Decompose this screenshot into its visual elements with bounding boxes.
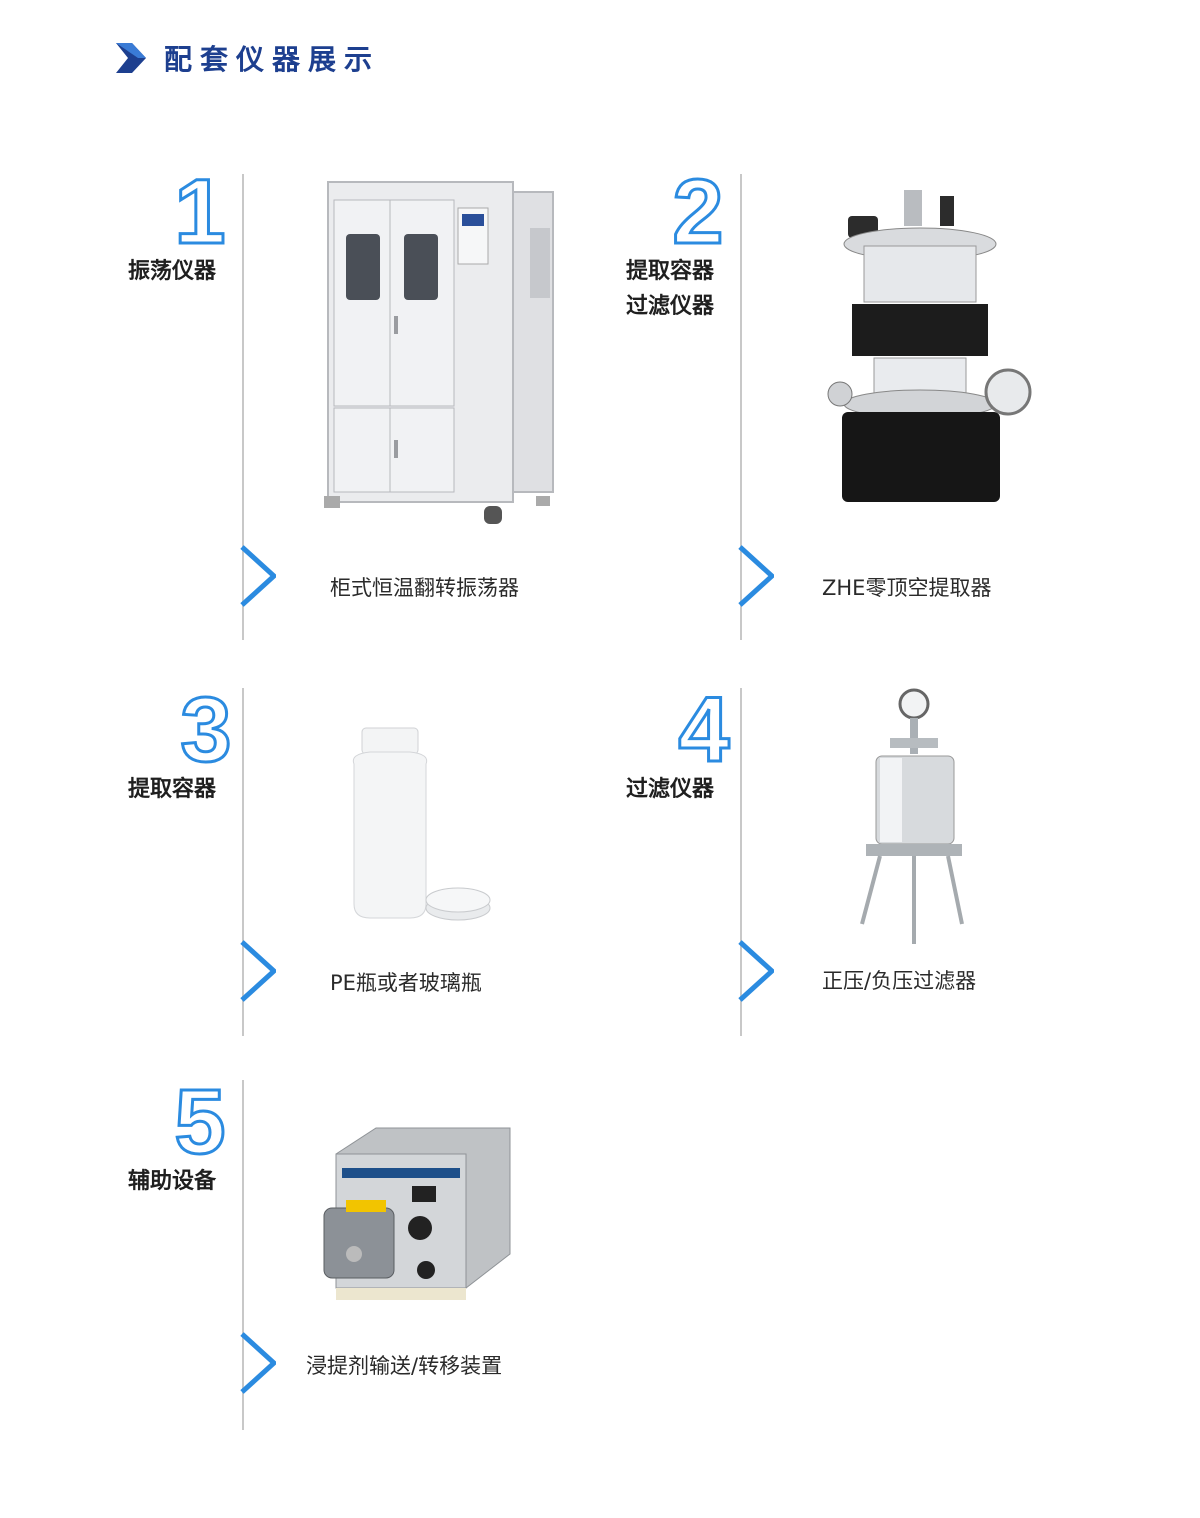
cabinet-shaker-icon xyxy=(324,181,554,524)
pressure-filter-icon xyxy=(860,688,964,944)
item-category: 提取容器 xyxy=(127,777,216,802)
item-number: 3 xyxy=(179,679,233,781)
divider-line xyxy=(740,174,742,640)
divider-line xyxy=(242,688,244,1036)
page-title: 配套仪器展示 xyxy=(164,43,381,76)
chevron-right-icon xyxy=(738,545,774,607)
chevron-right-icon xyxy=(738,940,774,1002)
divider-line xyxy=(242,174,244,640)
item-category: 过滤仪器 xyxy=(625,777,714,802)
item-number: 2 xyxy=(671,161,725,263)
item-category: 振荡仪器 xyxy=(127,259,216,284)
item-caption: ZHE零顶空提取器 xyxy=(822,576,992,600)
item-number: 1 xyxy=(173,161,227,263)
chevron-right-icon xyxy=(240,545,276,607)
peristaltic-pump-icon xyxy=(323,1127,511,1300)
item-category: 辅助设备 xyxy=(127,1169,216,1194)
item-number: 4 xyxy=(677,679,731,781)
chevron-right-icon xyxy=(116,43,146,73)
chevron-right-icon xyxy=(240,940,276,1002)
item-caption: 浸提剂输送/转移装置 xyxy=(306,1354,503,1378)
item-category: 提取容器 过滤仪器 xyxy=(625,259,714,319)
chevron-right-icon xyxy=(240,1332,276,1394)
divider-line xyxy=(740,688,742,1036)
item-caption: PE瓶或者玻璃瓶 xyxy=(330,971,482,995)
item-caption: 正压/负压过滤器 xyxy=(822,969,977,993)
item-caption: 柜式恒温翻转振荡器 xyxy=(330,576,519,600)
section-header: 配套仪器展示 xyxy=(114,38,380,78)
zhe-extractor-icon xyxy=(827,190,1032,502)
divider-line xyxy=(242,1080,244,1430)
item-number: 5 xyxy=(173,1071,227,1173)
bottle-icon xyxy=(352,727,491,921)
